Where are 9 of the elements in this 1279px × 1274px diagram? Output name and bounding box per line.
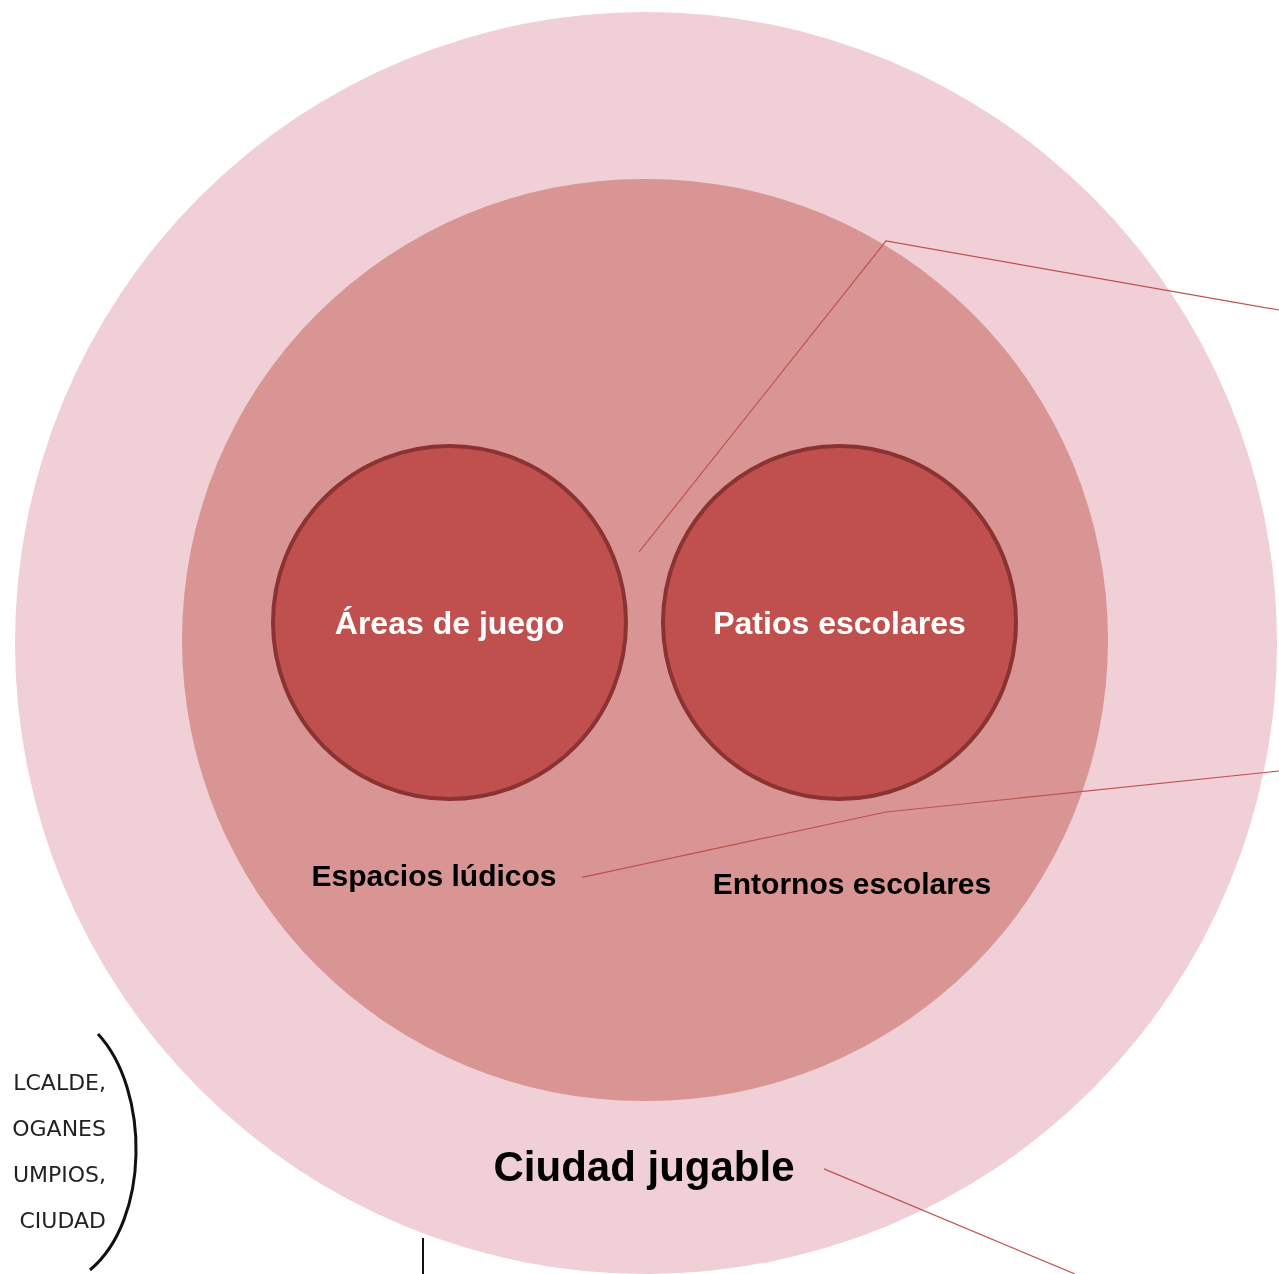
leader-line bbox=[823, 1168, 1076, 1274]
circle-label: Espacios lúdicos bbox=[311, 857, 557, 894]
circle-title: Patios escolares bbox=[713, 603, 966, 643]
circle-label: Entornos escolares bbox=[712, 865, 992, 902]
circle-title: Áreas de juego bbox=[334, 603, 565, 643]
handwritten-note: LCALDE, OGANES UMPIOS, CIUDAD bbox=[11, 1069, 106, 1235]
leader-line bbox=[581, 770, 1279, 878]
circle-label: Ciudad jugable bbox=[493, 1141, 795, 1192]
leader-line bbox=[638, 240, 1279, 553]
